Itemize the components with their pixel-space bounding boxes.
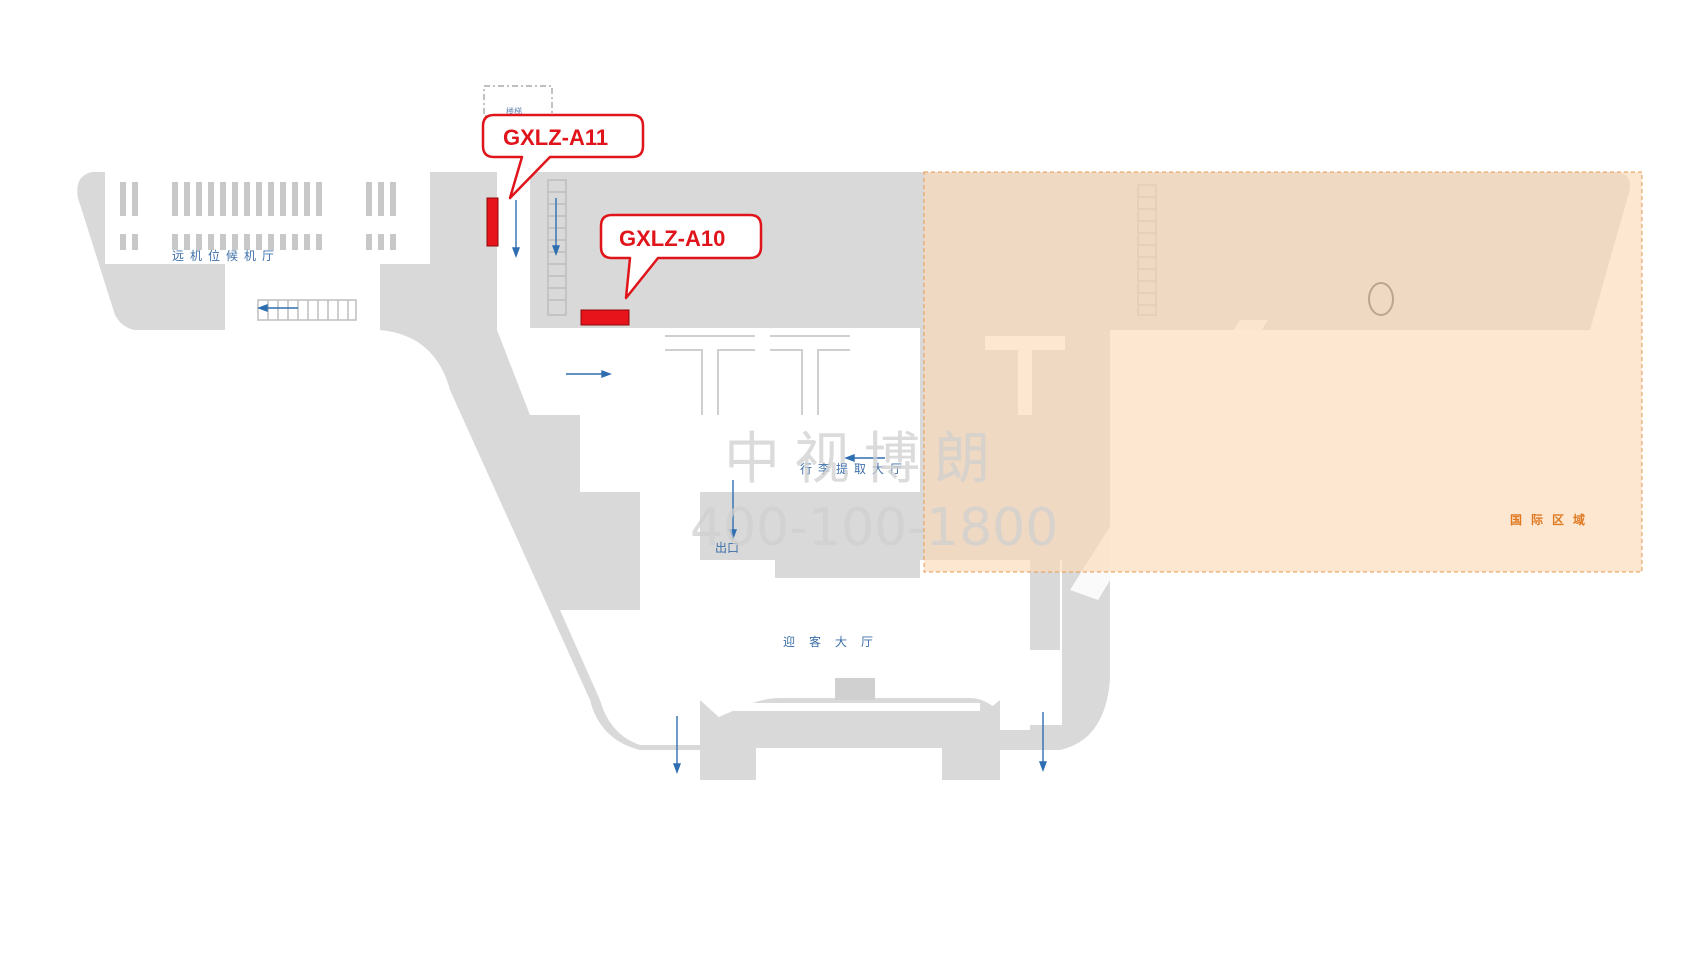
greeting-hall-label: 迎客大厅	[783, 634, 887, 649]
lounge-seating	[120, 182, 396, 250]
remote-lounge-label: 远机位候机厅	[172, 248, 280, 263]
international-zone: 国际区域	[923, 171, 1643, 573]
watermark-phone: 400-100-1800	[690, 498, 1058, 558]
flow-arrow-icon	[844, 453, 885, 463]
ad-marker-a11[interactable]	[486, 197, 499, 247]
escalator-icon	[257, 299, 357, 321]
roundabout-icon	[1368, 282, 1394, 316]
flow-arrows	[257, 198, 1048, 774]
ad-marker-a10[interactable]	[580, 309, 630, 326]
flow-arrow-icon	[566, 369, 612, 379]
flow-arrow-icon	[728, 480, 738, 540]
international-zone-label: 国际区域	[1510, 512, 1594, 527]
flow-arrow-icon	[1038, 712, 1048, 772]
flow-arrow-icon	[551, 198, 561, 256]
baggage-block	[775, 500, 920, 578]
flow-arrow-icon	[672, 716, 682, 774]
flow-arrow-icon	[257, 303, 298, 313]
greeting-counter	[700, 678, 1000, 782]
callout-a11-label: GXLZ-A11	[503, 125, 608, 150]
flow-arrow-icon	[511, 200, 521, 258]
top-stair-label: 楼梯	[506, 106, 522, 116]
baggage-claim-label: 行李提取大厅	[800, 461, 908, 476]
callout-a10-label: GXLZ-A10	[619, 226, 725, 251]
watermark-brand: 中视博朗	[724, 427, 1004, 492]
callout-a10[interactable]: GXLZ-A10	[599, 213, 763, 300]
escalator-icon	[547, 179, 567, 316]
exit-label: 出口	[715, 541, 739, 555]
callout-a11[interactable]: GXLZ-A11	[481, 113, 645, 200]
